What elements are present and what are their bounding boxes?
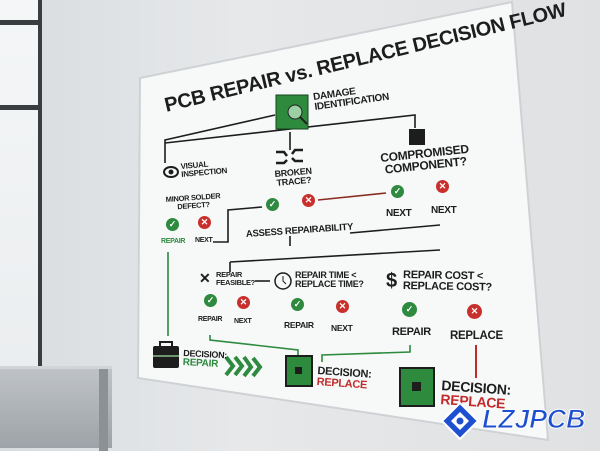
- green-flow-line: [321, 345, 411, 362]
- wrench-screwdriver-icon: ✕: [199, 270, 211, 286]
- flow-line: [164, 114, 276, 163]
- dollar-icon: $: [386, 270, 397, 292]
- no-x-icon: ✕: [436, 180, 449, 193]
- repair-outcome: REPAIR: [392, 326, 431, 338]
- repair-time-label: REPAIR TIME <REPLACE TIME?: [295, 270, 364, 289]
- eye-icon: [163, 166, 179, 178]
- flow-line: [164, 114, 416, 144]
- replace-outcome: REPLACE: [450, 330, 503, 342]
- flow-line: [229, 249, 441, 263]
- decision-replace: DECISION:REPLACE: [316, 365, 372, 392]
- pcb-magnifier-icon: [275, 94, 309, 130]
- repair-outcome: REPAIR: [284, 320, 314, 330]
- next-outcome: NEXT: [195, 237, 213, 244]
- yes-check-icon: ✓: [291, 298, 304, 311]
- clock-icon: [274, 272, 292, 290]
- circuit-chip-icon: [285, 355, 313, 387]
- circuit-chip-icon: [399, 367, 435, 407]
- flow-line: [349, 224, 441, 234]
- yes-check-icon: ✓: [204, 294, 217, 307]
- flow-line: [213, 206, 263, 243]
- next-outcome: NEXT: [386, 208, 412, 219]
- broken-trace-icon: [276, 148, 303, 165]
- chevrons-icon: [224, 355, 263, 378]
- repair-cost-label: REPAIR COST <REPLACE COST?: [402, 269, 493, 294]
- no-x-icon: ✕: [302, 194, 315, 207]
- next-outcome: NEXT: [234, 318, 252, 325]
- no-x-icon: ✕: [336, 300, 349, 313]
- repair-outcome: REPAIR: [161, 238, 186, 245]
- metal-shelf: [0, 366, 112, 451]
- yes-check-icon: ✓: [266, 198, 279, 211]
- yes-check-icon: ✓: [166, 218, 179, 231]
- lzjpcb-logo: LZJPCB: [440, 400, 590, 442]
- next-outcome: NEXT: [431, 205, 457, 216]
- chip-icon: [409, 129, 425, 145]
- no-x-icon: ✕: [237, 296, 250, 309]
- repair-outcome: REPAIR: [198, 316, 223, 323]
- decision-repair: DECISION:REPAIR: [182, 348, 228, 370]
- yes-check-icon: ✓: [402, 302, 417, 317]
- logo-diamond-icon: [440, 401, 480, 441]
- yes-check-icon: ✓: [391, 185, 404, 198]
- red-flow-line: [317, 192, 387, 201]
- briefcase-icon: [153, 341, 179, 368]
- no-x-icon: ✕: [198, 216, 211, 229]
- next-outcome: NEXT: [331, 323, 353, 333]
- no-x-icon: ✕: [467, 304, 482, 319]
